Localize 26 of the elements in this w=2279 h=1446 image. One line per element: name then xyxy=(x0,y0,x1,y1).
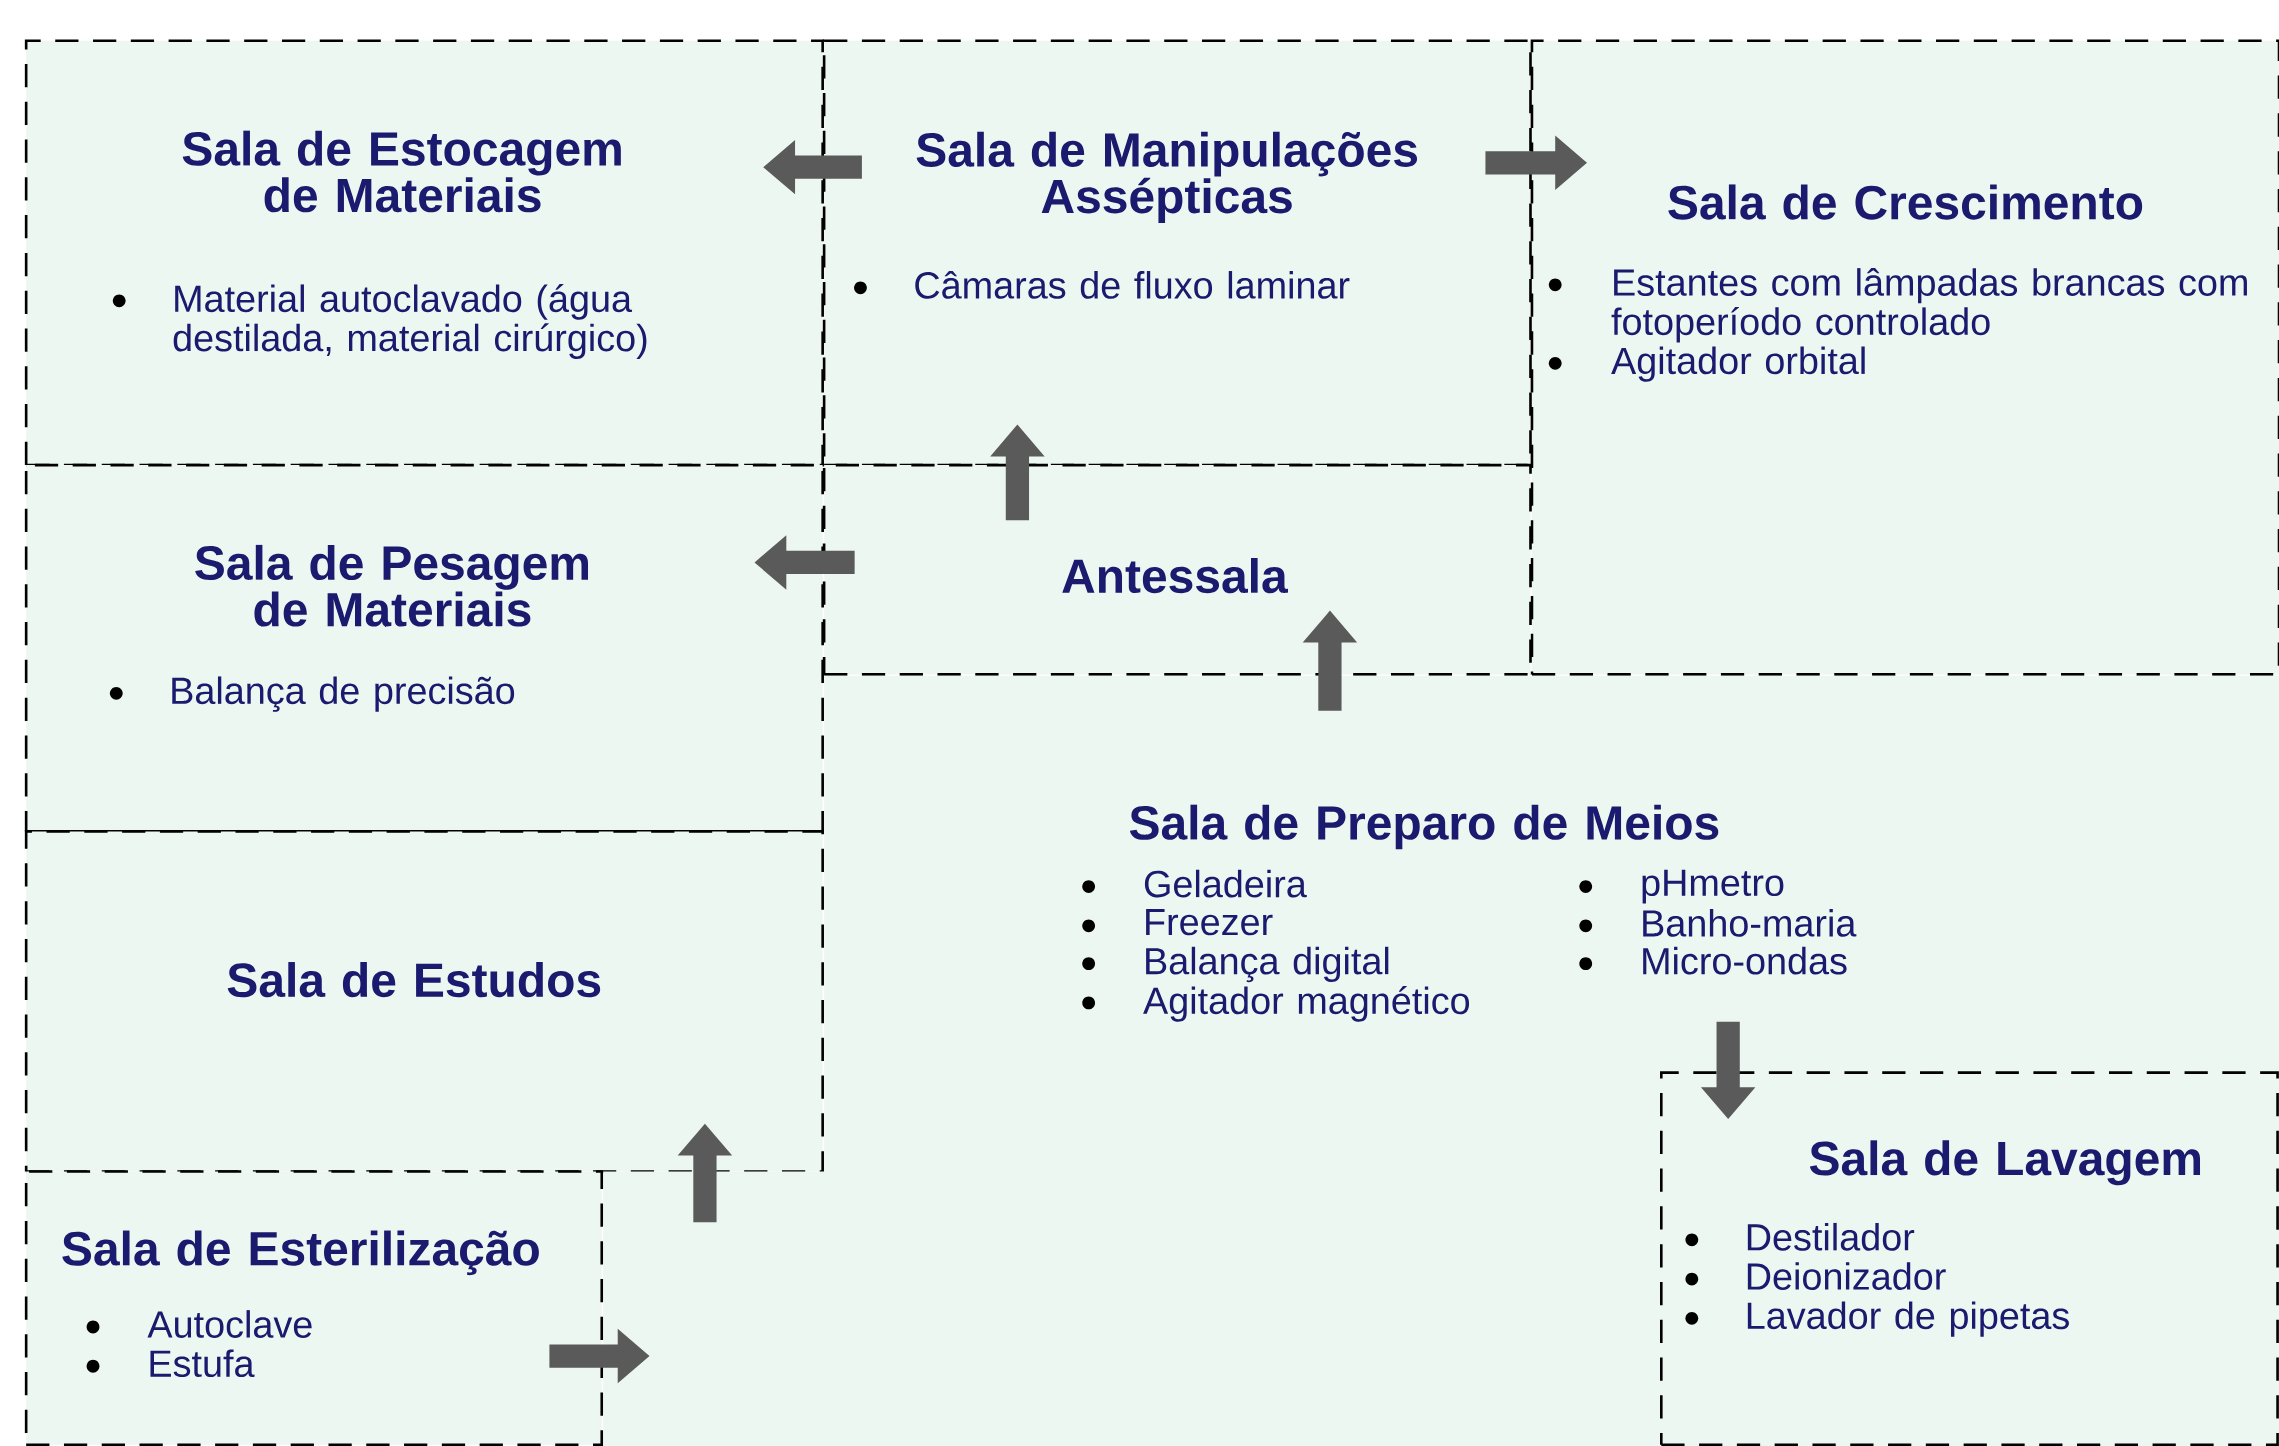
bullet-item: Agitador magnético xyxy=(1082,985,1470,1022)
room-title: Sala de Esterilização xyxy=(62,1230,539,1276)
bullet-item: Balança de precisão xyxy=(109,676,515,712)
bullet-item: Estantes com lâmpadas brancas com fotoperíodo controlado xyxy=(1548,267,2247,343)
bullet-item: Freezer xyxy=(1082,908,1273,936)
room-title: Sala de Preparo de Meios xyxy=(1129,804,1719,850)
bullet-item: Geladeira xyxy=(1082,869,1307,898)
room-title: Sala de Manipulações Assépticas xyxy=(916,131,1418,223)
bullet-item: Deionizador xyxy=(1685,1262,1946,1290)
bullet-item: Agitador orbital xyxy=(1548,346,1865,382)
bullet-item: Câmaras de fluxo laminar xyxy=(854,270,1350,299)
bullet-item: Material autoclavado (água destilada, material cirúrgico) xyxy=(112,283,647,359)
bullet-item: Estufa xyxy=(86,1349,255,1377)
bullet-item: Balança digital xyxy=(1082,946,1389,983)
room-title: Sala de Pesagem de Materiais xyxy=(195,544,588,627)
bullet-item: Lavador de pipetas xyxy=(1685,1301,2069,1337)
room-title: Sala de Lavagem xyxy=(1809,1140,2200,1186)
bullet-item: Destilador xyxy=(1685,1222,1915,1251)
bullet-item: Banho-maria xyxy=(1579,908,1857,937)
bullet-item: Micro-ondas xyxy=(1579,946,1847,975)
bullet-item: pHmetro xyxy=(1579,869,1784,904)
room-title: Sala de Crescimento xyxy=(1668,184,2143,220)
room-title: Sala de Estudos xyxy=(227,961,601,998)
room-title: Sala de Estocagem de Materiais xyxy=(182,130,621,213)
room-title: Antessala xyxy=(1062,557,1288,594)
bullet-item: Autoclave xyxy=(86,1310,312,1338)
